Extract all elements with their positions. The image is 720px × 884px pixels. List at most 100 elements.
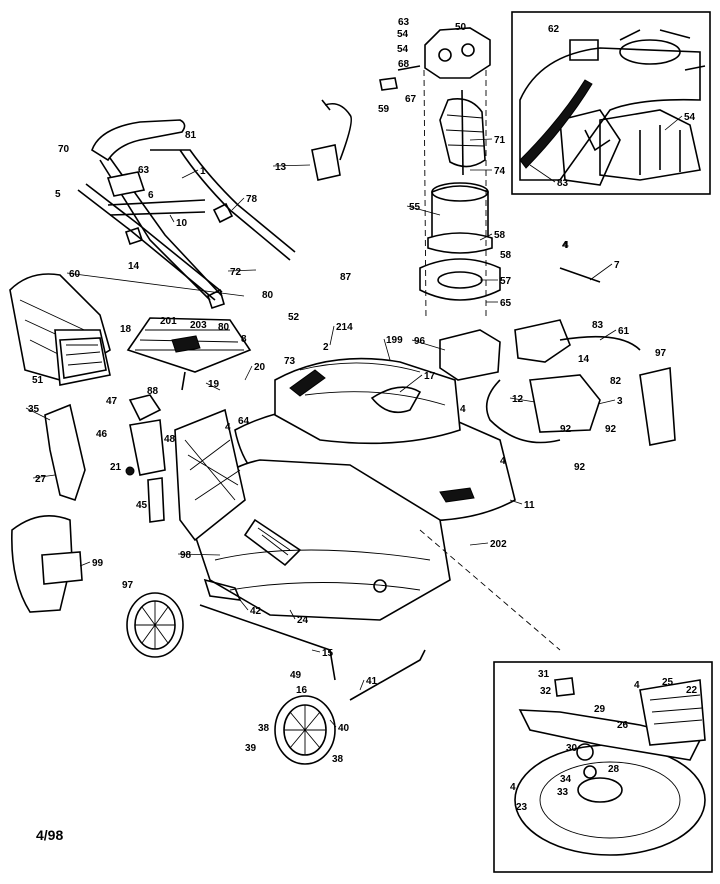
leader-line-83 [529, 164, 556, 183]
callout-8: 8 [241, 334, 247, 345]
callout-33: 33 [557, 787, 569, 798]
callout-14: 14 [128, 261, 140, 272]
leader-line-71 [469, 138, 493, 141]
callout-24: 24 [297, 615, 309, 626]
callout-74: 74 [494, 166, 506, 177]
callout-82: 82 [610, 376, 622, 387]
leader-line-98 [177, 553, 221, 556]
mower-deck [174, 357, 516, 621]
callout-40: 40 [338, 723, 350, 734]
callout-42: 42 [250, 606, 262, 617]
side-clips [44, 394, 166, 523]
callout-30: 30 [566, 743, 578, 754]
callout-3: 3 [617, 396, 623, 407]
leader-line-24 [289, 609, 296, 620]
leader-line-41 [359, 679, 365, 691]
leader-line-96 [411, 339, 446, 351]
callout-50: 50 [455, 22, 467, 33]
leader-line-35 [25, 407, 51, 421]
callout-15: 15 [322, 648, 334, 659]
callout-17: 17 [424, 371, 436, 382]
callout-80: 80 [218, 322, 230, 333]
callout-55: 55 [409, 202, 421, 213]
callout-6: 6 [148, 190, 154, 201]
callout-2: 2 [323, 342, 329, 353]
wheels [126, 592, 336, 765]
callout-49: 49 [290, 670, 302, 681]
callout-81: 81 [185, 130, 197, 141]
callout-38: 38 [258, 723, 270, 734]
callout-26: 26 [617, 720, 629, 731]
mulch-plug [11, 514, 83, 613]
callout-4: 4 [510, 782, 516, 793]
callout-61: 61 [618, 326, 630, 337]
callout-39: 39 [245, 743, 257, 754]
leader-line-202 [469, 542, 489, 546]
callout-4: 4 [500, 456, 506, 467]
callout-73: 73 [284, 356, 296, 367]
date-code: 4/98 [36, 827, 63, 843]
callout-52: 52 [288, 312, 300, 323]
callout-7: 7 [614, 260, 620, 271]
callout-25: 25 [662, 677, 674, 688]
callout-11: 11 [524, 500, 535, 511]
inset-blade-detail [493, 661, 713, 873]
callout-leaders [25, 115, 683, 728]
callout-92: 92 [605, 424, 617, 435]
callout-29: 29 [594, 704, 606, 715]
inset-switch-detail [511, 11, 711, 195]
switch-box [439, 267, 676, 446]
leader-line-11 [509, 499, 523, 505]
leader-line-72 [227, 269, 257, 272]
callout-58: 58 [500, 250, 512, 261]
callout-31: 31 [538, 669, 550, 680]
leader-line-58 [479, 233, 493, 241]
callout-199: 199 [386, 335, 403, 346]
leader-line-78 [231, 197, 245, 211]
callout-5: 5 [55, 189, 61, 200]
callout-92: 92 [560, 424, 572, 435]
callout-202: 202 [490, 539, 507, 550]
callout-19: 19 [208, 379, 220, 390]
callout-28: 28 [608, 764, 620, 775]
callout-96: 96 [414, 336, 426, 347]
leader-line-15 [311, 649, 321, 653]
callout-32: 32 [540, 686, 552, 697]
callout-4: 4 [634, 680, 640, 691]
callout-97: 97 [122, 580, 134, 591]
callout-41: 41 [366, 676, 378, 687]
charger-plug [311, 99, 353, 181]
callout-83: 83 [592, 320, 604, 331]
callout-201: 201 [160, 316, 177, 327]
callout-4: 4 [563, 240, 569, 251]
callout-18: 18 [120, 324, 132, 335]
callout-99: 99 [92, 558, 104, 569]
callout-88: 88 [147, 386, 159, 397]
callout-45: 45 [136, 500, 148, 511]
callout-63: 63 [138, 165, 150, 176]
callout-203: 203 [190, 320, 207, 331]
leader-line-10 [169, 214, 175, 223]
callout-4: 4 [460, 404, 466, 415]
leader-line-12 [509, 397, 536, 403]
callout-4: 4 [225, 422, 231, 433]
leader-line-1 [181, 169, 199, 179]
leader-line-19 [205, 382, 221, 391]
callout-46: 46 [96, 429, 108, 440]
callout-54: 54 [684, 112, 696, 123]
callout-83: 83 [557, 178, 569, 189]
callout-51: 51 [32, 375, 44, 386]
callout-60: 60 [69, 269, 81, 280]
callout-14: 14 [578, 354, 590, 365]
leader-line-20 [244, 365, 253, 381]
leader-line-40 [329, 719, 337, 728]
leader-line-199 [383, 338, 391, 361]
leader-line-7 [589, 263, 613, 281]
callout-38: 38 [332, 754, 344, 765]
callout-57: 57 [500, 276, 512, 287]
callout-48: 48 [164, 434, 176, 445]
handle-assembly [77, 119, 296, 310]
callout-63: 63 [398, 17, 410, 28]
